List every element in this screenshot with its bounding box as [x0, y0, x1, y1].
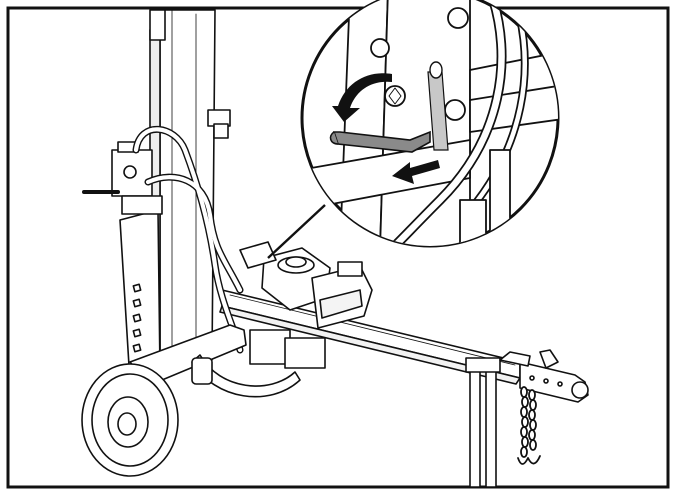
- hitch-coupler: [499, 349, 589, 403]
- locking-pin-handle: [329, 130, 431, 153]
- engine: [239, 241, 373, 329]
- wheel: [81, 363, 179, 477]
- inset-detail: [300, 0, 560, 248]
- rotate-arrow-icon: [332, 73, 392, 122]
- pull-arrow-icon: [392, 160, 440, 184]
- inset-leader-line: [267, 204, 326, 259]
- main-machine: [81, 9, 589, 488]
- control-valve: [82, 141, 163, 215]
- safety-chain: [517, 386, 541, 465]
- locking-pin-raised-ghost: [427, 61, 449, 151]
- support-stand: [465, 357, 501, 488]
- base-frame: [129, 324, 326, 398]
